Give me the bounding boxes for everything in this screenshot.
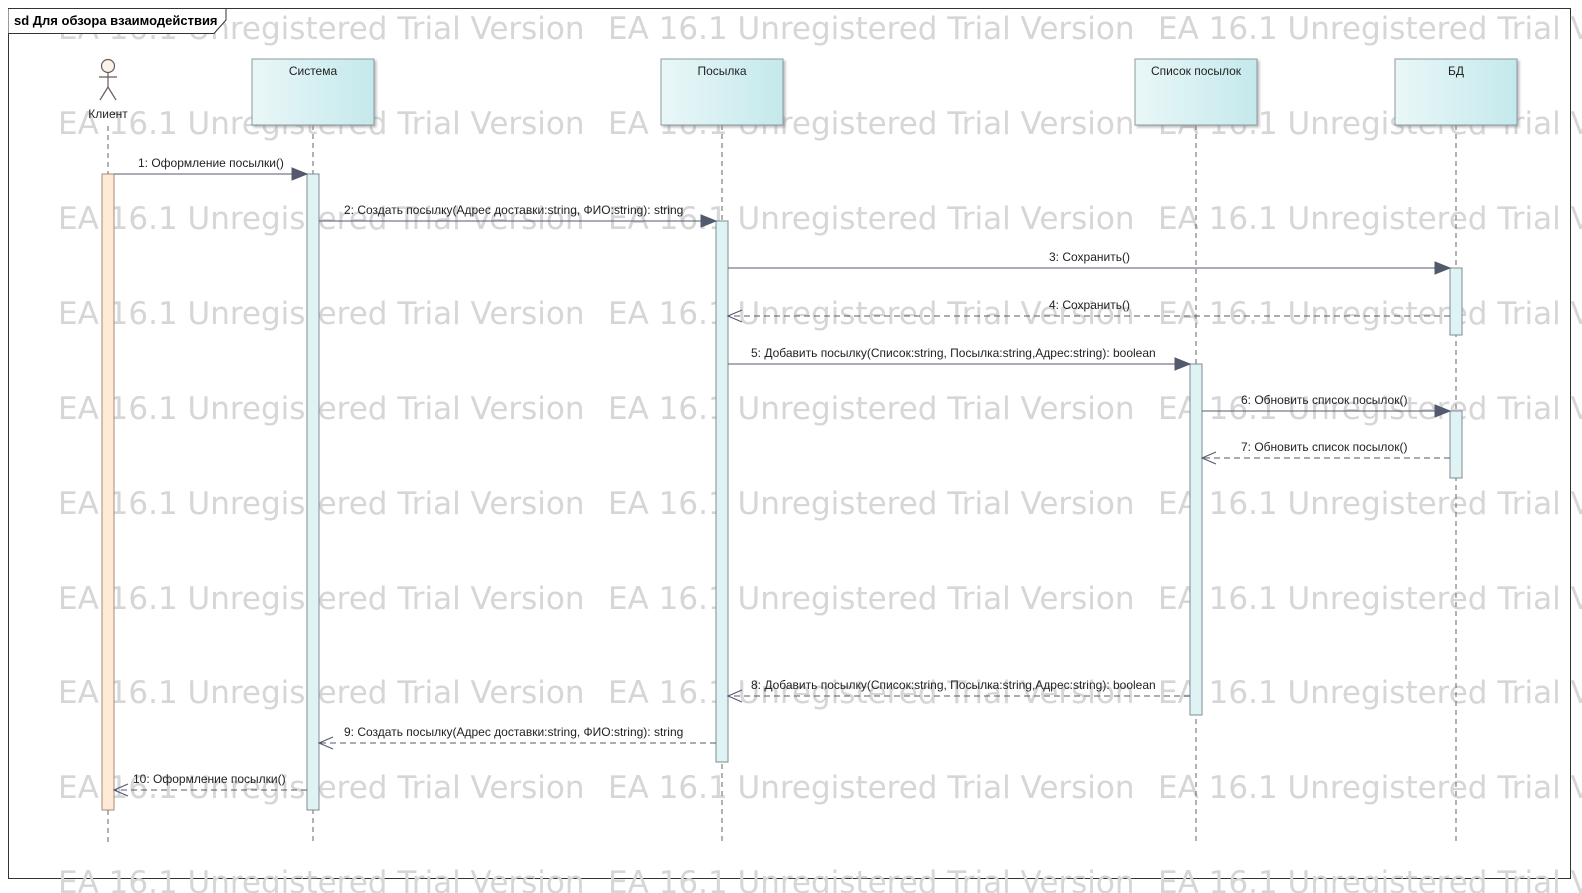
activation-bd-2 (1449, 410, 1463, 479)
watermark-text: EA 16.1 Unregistered Trial Version (1158, 865, 1582, 893)
frame-title: sd Для обзора взаимодействия (14, 13, 218, 28)
message-5: 5: Добавить посылку(Список:string, Посыл… (728, 346, 1192, 371)
lifeline-label: Система (289, 64, 338, 78)
message-label: 9: Создать посылку(Адрес доставки:string… (344, 725, 683, 739)
open-arrowhead-icon (317, 736, 334, 750)
watermark-text: EA 16.1 Unregistered Trial Version (608, 296, 1135, 332)
watermark-layer: EA 16.1 Unregistered Trial Version EA 16.… (58, 11, 1582, 893)
message-2: 2: Создать посылку(Адрес доставки:string… (319, 203, 718, 228)
message-9: 9: Создать посылку(Адрес доставки:string… (317, 725, 716, 750)
lifeline-label: Список посылок (1151, 64, 1242, 78)
watermark-text: EA 16.1 Unregistered Trial Version (608, 865, 1135, 893)
open-arrowhead-icon (726, 689, 743, 703)
message-label: 8: Добавить посылку(Список:string, Посыл… (751, 678, 1156, 692)
watermark-text: EA 16.1 Unregistered Trial Version (1158, 770, 1582, 806)
watermark-text: EA 16.1 Unregistered Trial Version (58, 391, 585, 427)
message-7: 7: Обновить список посылок() (1200, 440, 1450, 465)
message-label: 1: Оформление посылки() (138, 156, 284, 170)
lifeline-head-box (1134, 58, 1258, 126)
watermark-text: EA 16.1 Unregistered Trial Version (608, 675, 1135, 711)
message-label: 7: Обновить список посылок() (1241, 440, 1407, 454)
lifeline-head-box (660, 58, 784, 126)
watermark-text: EA 16.1 Unregistered Trial Version (58, 486, 585, 522)
watermark-text: EA 16.1 Unregistered Trial Version (608, 581, 1135, 617)
watermark-text: EA 16.1 Unregistered Trial Version (608, 391, 1135, 427)
actor-label: Клиент (88, 107, 128, 121)
activation-posylka (715, 220, 729, 763)
activation-client (101, 173, 115, 811)
diagram-frame (8, 8, 1571, 879)
message-label: 5: Добавить посылку(Список:string, Посыл… (751, 346, 1156, 360)
message-label: 2: Создать посылку(Адрес доставки:string… (344, 203, 683, 217)
stick-figure-actor-icon (99, 58, 117, 101)
watermark-text: EA 16.1 Unregistered Trial Version (608, 201, 1135, 237)
frame-title-tab: sd Для обзора взаимодействия (8, 8, 227, 34)
watermark-text: EA 16.1 Unregistered Trial Version (1158, 581, 1582, 617)
lifeline-label: Посылка (697, 64, 746, 78)
watermark-text: EA 16.1 Unregistered Trial Version (608, 770, 1135, 806)
filled-arrowhead-icon (1434, 261, 1452, 275)
open-arrowhead-icon (112, 783, 129, 797)
watermark-text: EA 16.1 Unregistered Trial Version (1158, 296, 1582, 332)
lifeline-head-box (1394, 58, 1518, 126)
watermark-text: EA 16.1 Unregistered Trial Version (58, 581, 585, 617)
watermark-text: EA 16.1 Unregistered Trial Version (608, 486, 1135, 522)
watermark-text: EA 16.1 Unregistered Trial Version (58, 675, 585, 711)
message-1: 1: Оформление посылки() (114, 156, 309, 181)
message-4: 4: Сохранить() (726, 298, 1450, 323)
filled-arrowhead-icon (1174, 357, 1192, 371)
watermark-text: EA 16.1 Unregistered Trial Version (1158, 201, 1582, 237)
watermark-text: EA 16.1 Unregistered Trial Version (58, 770, 585, 806)
lifeline-3: Список посылок (1134, 58, 1258, 845)
watermark-text: EA 16.1 Unregistered Trial Version (1158, 486, 1582, 522)
watermark-text: EA 16.1 Unregistered Trial Version (1158, 391, 1582, 427)
lifeline-4: БД (1394, 58, 1518, 845)
activation-spisok (1189, 363, 1203, 716)
message-8: 8: Добавить посылку(Список:string, Посыл… (726, 678, 1190, 703)
activation-sistema (306, 173, 320, 811)
lifeline-head-box (251, 58, 375, 126)
watermark-text: EA 16.1 Unregistered Trial Version (1158, 675, 1582, 711)
watermark-text: EA 16.1 Unregistered Trial Version (58, 296, 585, 332)
watermark-text: EA 16.1 Unregistered Trial Version (58, 865, 585, 893)
message-10: 10: Оформление посылки() (112, 772, 307, 797)
message-label: 4: Сохранить() (1049, 298, 1130, 312)
message-label: 3: Сохранить() (1049, 250, 1130, 264)
filled-arrowhead-icon (700, 214, 718, 228)
filled-arrowhead-icon (1434, 404, 1452, 418)
filled-arrowhead-icon (291, 167, 309, 181)
activation-bd-1 (1449, 267, 1463, 336)
lifeline-1: Система (251, 58, 375, 845)
open-arrowhead-icon (1200, 451, 1217, 465)
watermark-text: EA 16.1 Unregistered Trial Version (58, 201, 585, 237)
lifeline-2: Посылка (660, 58, 784, 845)
watermark-text: EA 16.1 Unregistered Trial Version (608, 11, 1135, 47)
message-6: 6: Обновить список посылок() (1202, 393, 1452, 418)
watermark-text: EA 16.1 Unregistered Trial Version (1158, 11, 1582, 47)
message-label: 10: Оформление посылки() (133, 772, 286, 786)
lifeline-label: БД (1448, 64, 1464, 78)
message-3: 3: Сохранить() (728, 250, 1452, 275)
message-label: 6: Обновить список посылок() (1241, 393, 1407, 407)
open-arrowhead-icon (726, 309, 743, 323)
